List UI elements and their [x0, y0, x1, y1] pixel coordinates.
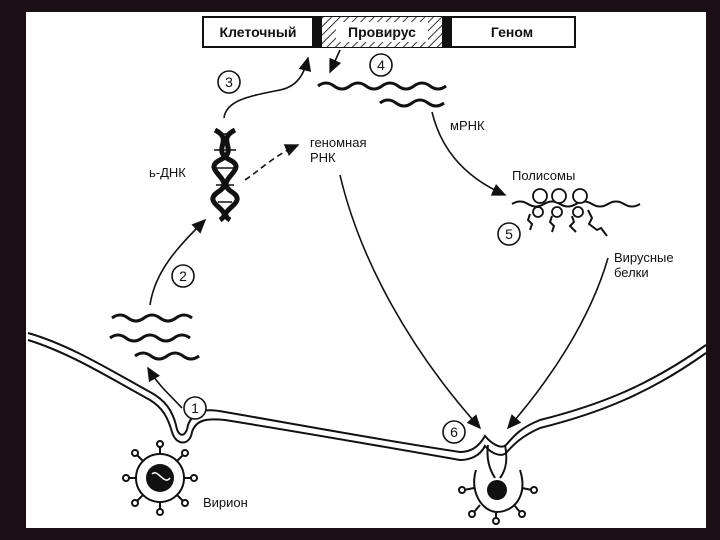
host-genome-bar: Клеточный Провирус Геном [202, 16, 576, 48]
step-3-number: 3 [225, 74, 233, 90]
viral-rna-strand-c [134, 351, 200, 361]
step-4-number: 4 [377, 57, 385, 73]
arrow-proteins-to-budding [506, 257, 609, 430]
host-genome-label: Геном [491, 24, 533, 40]
step-6-marker: 6 [442, 420, 466, 444]
step-3-marker: 3 [217, 70, 241, 94]
provirus-label: Провирус [348, 24, 416, 40]
viral-rna-strand-b [109, 333, 191, 343]
virion [122, 440, 198, 516]
virion-label: Вирион [203, 495, 248, 510]
polysomes-label: Полисомы [512, 168, 575, 183]
viral-proteins-label-line1: Вирусные [614, 250, 674, 265]
step-1-marker: 1 [183, 396, 207, 420]
step-5-marker: 5 [497, 222, 521, 246]
arrow-entry [147, 366, 183, 409]
ds-dna-helix [210, 127, 240, 223]
polysomes [511, 188, 641, 237]
arrow-mrna-to-polysomes [431, 111, 507, 196]
cell-membrane-inner [27, 339, 707, 462]
ltr-block-right [442, 17, 452, 47]
arrow-reverse-transcription [149, 218, 207, 306]
viral-proteins-label-line2: белки [614, 265, 649, 280]
mrna-label: мРНК [450, 118, 485, 133]
diagram-panel [26, 12, 706, 528]
step-4-marker: 4 [369, 53, 393, 77]
budding-virion [458, 444, 538, 525]
ds-dna-label: ь-ДНК [149, 165, 186, 180]
provirus-label-bg [336, 22, 428, 42]
arrow-dna-to-genomic-rna [244, 144, 300, 181]
step-1-number: 1 [191, 400, 199, 416]
step-2-marker: 2 [171, 264, 195, 288]
cell-membrane-outer [27, 332, 707, 454]
transcript-genomic-rna [317, 81, 447, 91]
arrow-genomic-rna-to-budding [339, 174, 482, 430]
genomic-rna-label-line2: РНК [310, 150, 336, 165]
arrow-transcription [329, 49, 342, 74]
cellular-dna-label: Клеточный [220, 24, 297, 40]
virion-spikes [122, 440, 198, 516]
viral-rna-strand-a [111, 313, 193, 323]
virion-core [146, 464, 174, 492]
step-2-number: 2 [179, 268, 187, 284]
transcript-mrna [379, 98, 445, 108]
step-6-number: 6 [450, 424, 458, 440]
ltr-block-left [312, 17, 322, 47]
genomic-rna-label-line1: геномная [310, 135, 366, 150]
arrow-integration [223, 56, 312, 119]
step-5-number: 5 [505, 226, 513, 242]
